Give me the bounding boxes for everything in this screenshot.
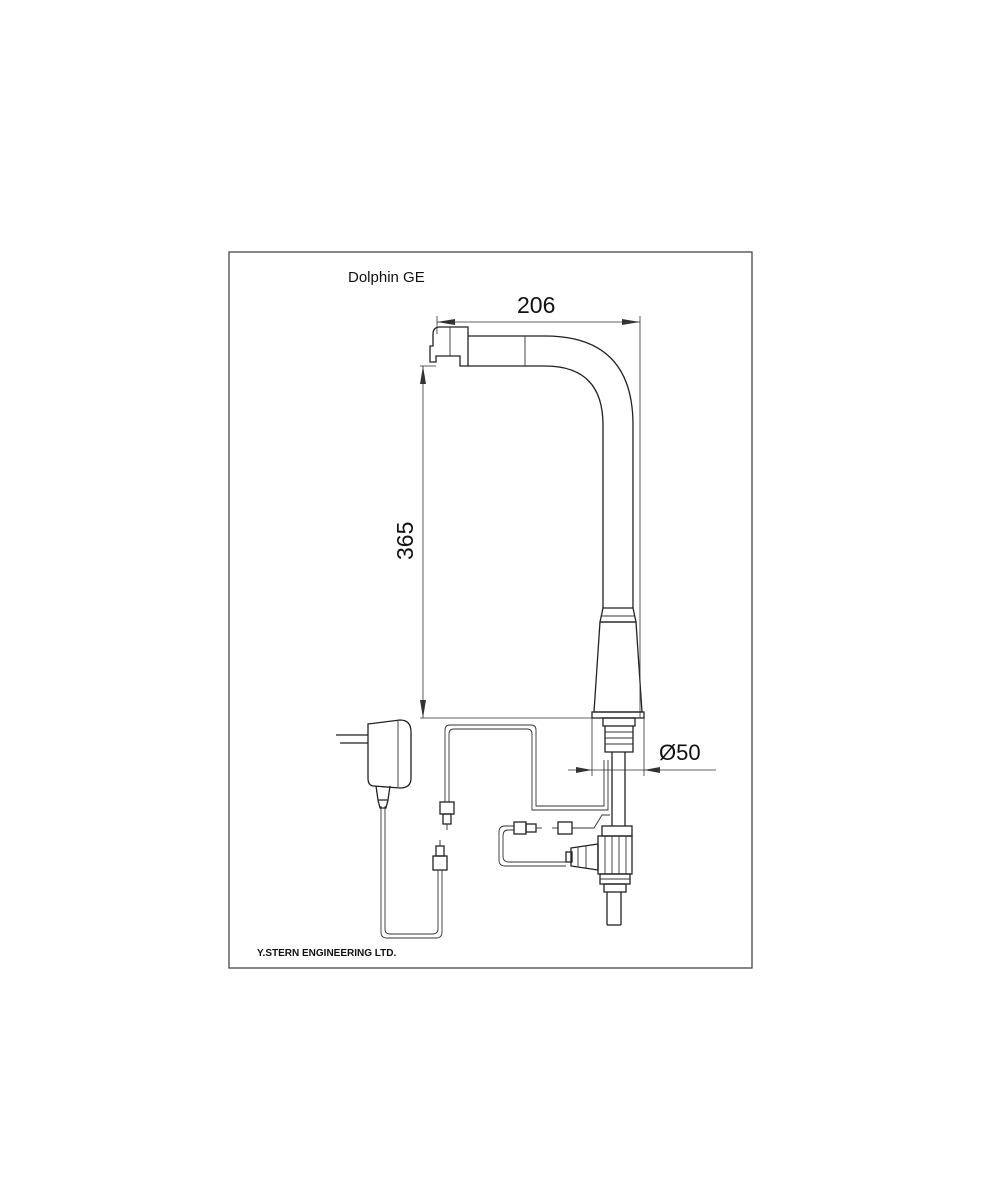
drawing-frame	[228, 251, 753, 969]
company-name: Y.STERN ENGINEERING LTD.	[257, 948, 396, 959]
dimension-206-label: 206	[517, 292, 555, 318]
solenoid-valve	[565, 825, 633, 926]
dimension-diameter-label: Ø50	[659, 740, 701, 765]
dimension-365-label: 365	[392, 522, 418, 560]
cables	[380, 724, 610, 939]
dimension-365: 365	[392, 365, 592, 719]
model-title: Dolphin GE	[348, 269, 425, 286]
dimension-206: 206	[436, 292, 641, 718]
connectors	[432, 801, 573, 871]
power-adapter	[336, 719, 412, 809]
dimension-diameter-50: Ø50	[568, 718, 716, 776]
faucet-body	[429, 326, 645, 826]
